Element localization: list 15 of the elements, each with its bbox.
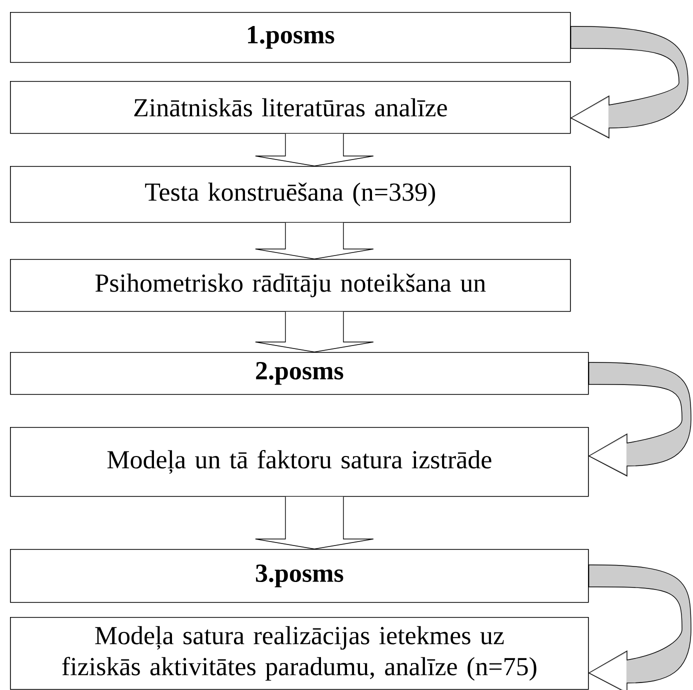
block-arrow — [255, 222, 374, 260]
process-box: Modeļa un tā faktoru satura izstrāde — [10, 427, 589, 497]
curved-block-arrow — [570, 26, 688, 138]
curved-block-arrow — [588, 564, 692, 690]
block-arrow — [255, 496, 374, 550]
stage-box: 2.posms — [10, 352, 589, 395]
process-box: Zinātniskās literatūras analīze — [10, 81, 571, 134]
process-box: Testa konstruēšana (n=339) — [10, 166, 571, 223]
process-box: Modeļa satura realizācijas ietekmes uz fiziskās aktivitātes paradumu, analīze (n=75) — [10, 617, 589, 690]
block-arrow — [255, 311, 374, 352]
stage-box: 3.posms — [10, 549, 589, 603]
curved-block-arrow — [588, 362, 692, 476]
process-box: Psihometrisko rādītāju noteikšana un — [10, 259, 571, 312]
stage-box: 1.posms — [10, 12, 571, 63]
block-arrow — [255, 133, 374, 166]
